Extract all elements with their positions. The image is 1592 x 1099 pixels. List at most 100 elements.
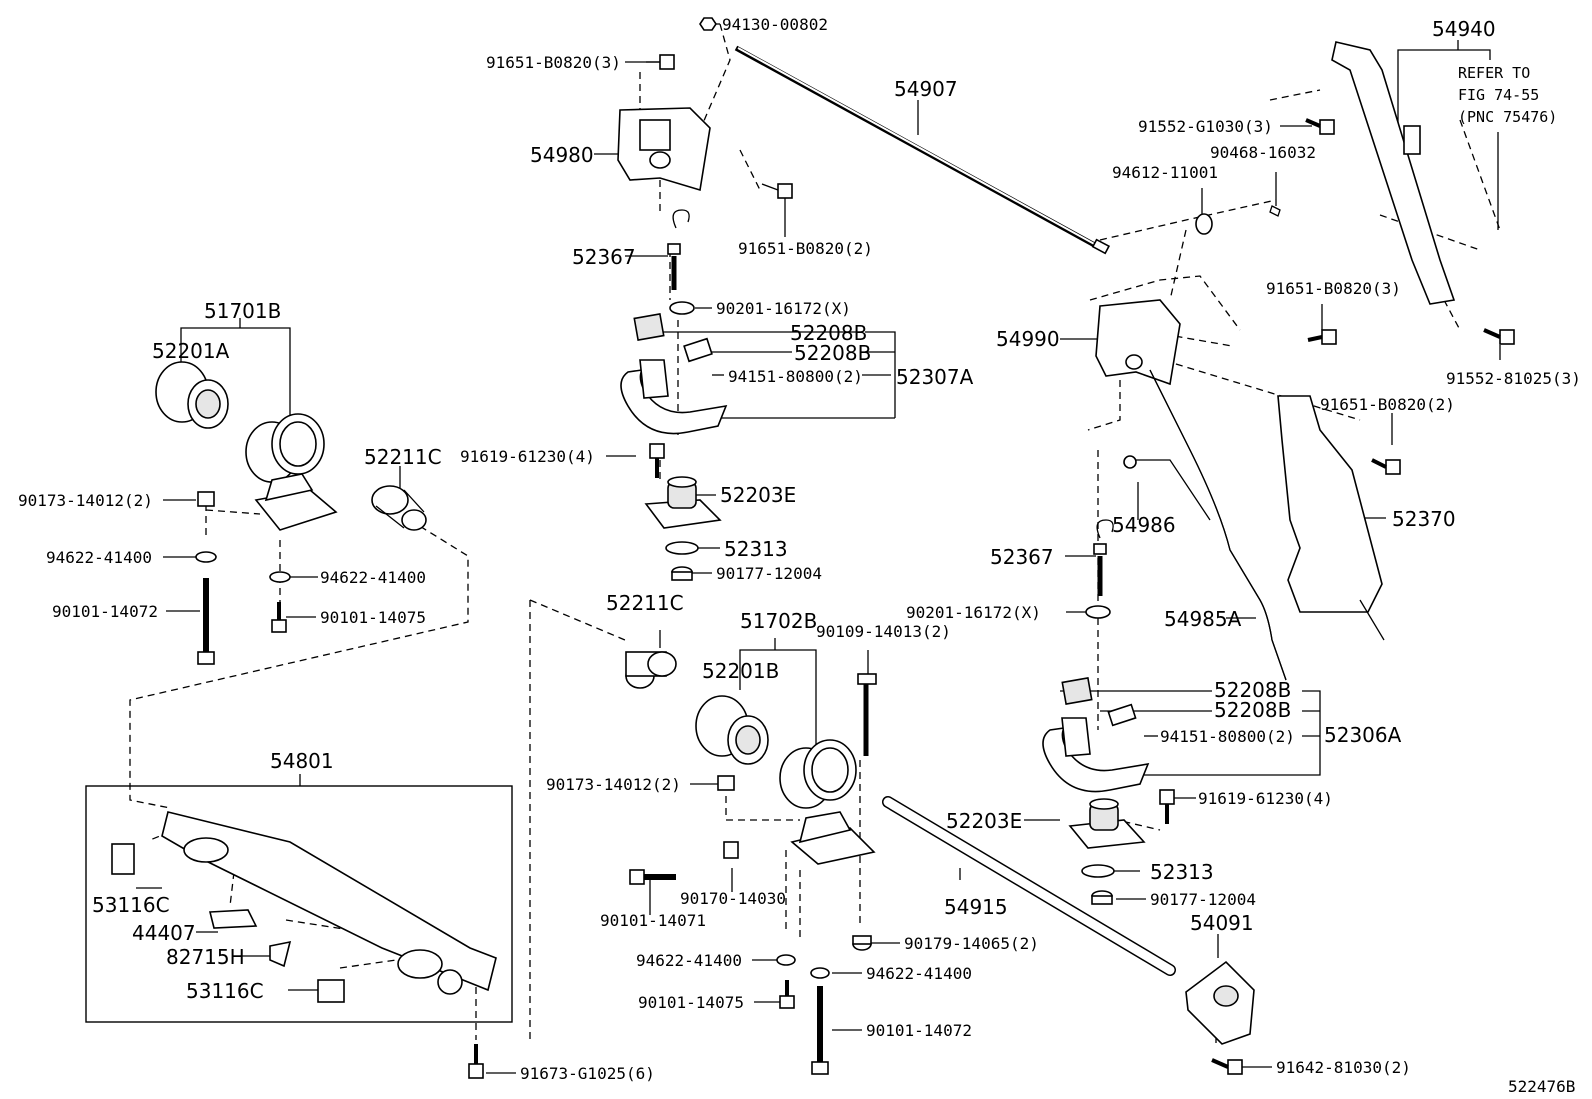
label-54801: 54801 [270,749,334,773]
label-91619-61230-4-right: 91619-61230(4) [1198,789,1333,808]
label-54907: 54907 [894,77,958,101]
label-91651-b0820-3-right: 91651-B0820(3) [1266,279,1401,298]
bolt-91651-right1-icon [1307,329,1337,345]
label-90109-14013-2: 90109-14013(2) [816,622,951,641]
label-52306a: 52306A [1324,723,1402,747]
bolt-90101-14071-icon [629,869,676,885]
label-52208b-3: 52208B [1214,678,1291,702]
label-54915: 54915 [944,895,1008,919]
label-90101-14072-left: 90101-14072 [52,602,158,621]
label-90173-14012-2-mid: 90173-14012(2) [546,775,681,794]
label-52201b: 52201B [702,659,779,683]
label-52211c-left: 52211C [364,445,442,469]
label-94151-80800-2-top: 94151-80800(2) [728,367,863,386]
washer-52313-top-icon [665,541,699,555]
label-91619-61230-4-top: 91619-61230(4) [460,447,595,466]
plate-52370 [1277,395,1385,641]
label-52203e-right: 52203E [946,809,1022,833]
label-51701b: 51701B [204,299,281,323]
label-54986: 54986 [1112,513,1176,537]
note-line1: REFER TO [1458,64,1530,82]
washer-94612-icon [1195,213,1213,235]
label-52313-top: 52313 [724,537,788,561]
bracket-53116c-2-icon [317,979,345,1003]
label-94622-41400-l2: 94622-41400 [320,568,426,587]
label-54980: 54980 [530,143,594,167]
nut-90177-right-icon [1091,890,1113,905]
plate-52208b-right-icon [1107,703,1137,727]
note-line3: (PNC 75476) [1458,108,1557,126]
bolt-91651-right2-icon [1371,458,1401,475]
label-90101-14075-left: 90101-14075 [320,608,426,627]
arm-54091 [1185,960,1255,1045]
mount-52203e-top [644,476,722,529]
label-94130-00802: 94130-00802 [722,15,828,34]
label-94622-41400-m2: 94622-41400 [866,964,972,983]
label-91651-b0820-2-right: 91651-B0820(2) [1320,395,1455,414]
label-82715h: 82715H [166,945,245,969]
washer-94622-m2-icon [810,967,830,979]
bolt-91552-81025-icon [1483,328,1515,345]
cable-54907 [734,45,1111,255]
label-90179-14065-2: 90179-14065(2) [904,934,1039,953]
bracket-54980 [617,107,711,192]
bolt-90101-14075-mid-icon [779,980,795,1009]
washer-52313-right-icon [1081,864,1115,878]
label-52370: 52370 [1392,507,1456,531]
nut-90179-icon [852,935,872,951]
label-90177-12004-top: 90177-12004 [716,564,822,583]
housing-51702b [779,739,876,865]
label-91673-g1025-6: 91673-G1025(6) [520,1064,655,1083]
bolt-91651-top-icon [646,54,675,70]
bolt-91642-icon [1211,1058,1243,1075]
crossmember-54801 [161,811,497,995]
label-94622-41400-l1: 94622-41400 [46,548,152,567]
bolt-90101-14072-left-icon [197,578,215,665]
nut-90170-icon [723,841,739,859]
label-52307a: 52307A [896,365,974,389]
washer-90201-top-icon [669,301,695,315]
mount-52203e-right [1068,798,1146,849]
link-54986 [1123,455,1211,521]
label-94612-11001: 94612-11001 [1112,163,1218,182]
bushing-52211c-mid [625,651,677,689]
washer-94622-m1-icon [776,954,796,966]
bolt-90101-14072-mid-icon [811,986,829,1075]
label-44407: 44407 [132,921,196,945]
label-53116c-1: 53116C [92,893,170,917]
label-91651-b0820-2-top: 91651-B0820(2) [738,239,873,258]
hook-52367-right-icon [1093,519,1114,596]
pin-90468-icon [1269,205,1281,217]
clamp-44407-icon [208,909,258,929]
bolt-90109-icon [857,673,877,756]
pad-52208b-top-icon [633,312,665,342]
pad-52208b-right-icon [1061,676,1093,706]
bushing-52201b [695,695,769,765]
label-52313-right: 52313 [1150,860,1214,884]
bracket-54990 [1095,299,1181,386]
label-91642-81030-2: 91642-81030(2) [1276,1058,1411,1077]
washer-94622-left1-icon [195,551,217,563]
subassembly-box-54801 [85,785,513,1023]
bushing-52201a [155,361,229,429]
bracket-53116c-1-icon [111,843,135,875]
bolt-91651-mid-icon [761,183,793,199]
label-52203e-top: 52203E [720,483,796,507]
callout-labels: 94130-00802 91651-B0820(3) 54907 54940 R… [18,15,1581,1096]
pedal-rod-54985a [1149,369,1287,681]
label-94622-41400-m1: 94622-41400 [636,951,742,970]
washer-90201-right-icon [1085,605,1111,619]
bolt-91552-g1030-icon [1305,118,1335,135]
label-90177-12004-right: 90177-12004 [1150,890,1256,909]
lever-54940 [1331,41,1456,305]
label-90468-16032: 90468-16032 [1210,143,1316,162]
nut-90173-mid-icon [717,775,735,791]
note-line2: FIG 74-55 [1458,86,1539,104]
pedal-arm-52306a [1042,717,1150,793]
figure-id: 522476B [1508,1077,1575,1096]
label-54091: 54091 [1190,911,1254,935]
hook-52367-top-icon [667,209,690,290]
label-53116c-2: 53116C [186,979,264,1003]
nut-90177-top-icon [671,566,693,581]
